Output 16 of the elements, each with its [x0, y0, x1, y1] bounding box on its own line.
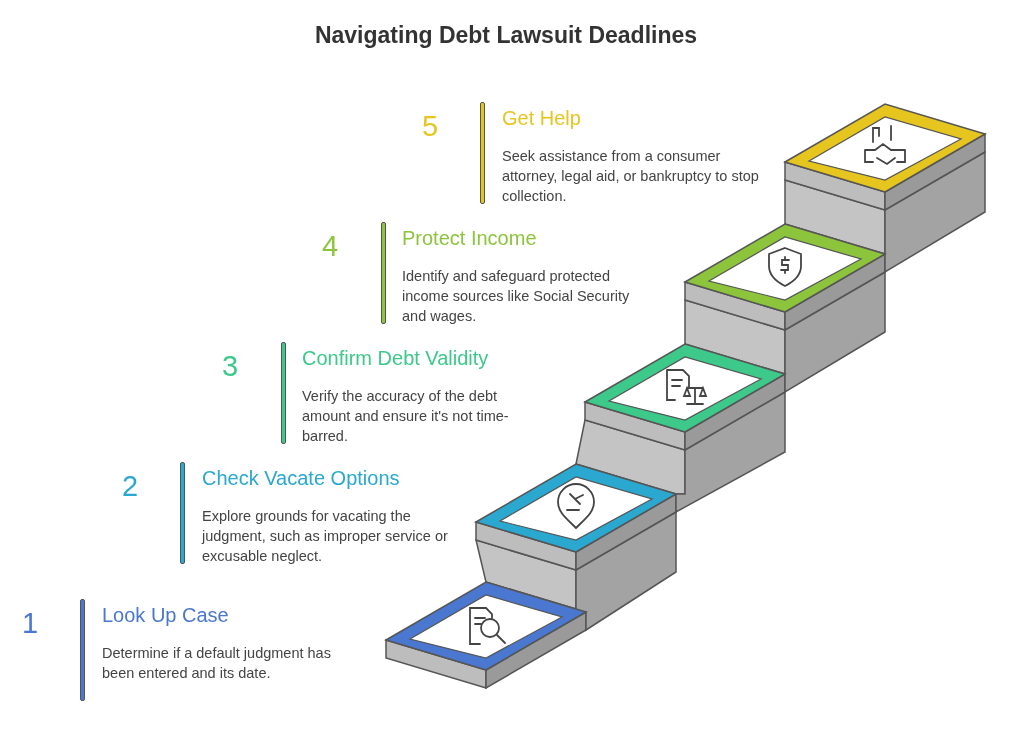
step-number: 5	[422, 110, 439, 142]
step-number: 3	[222, 350, 239, 382]
step-heading: Protect Income	[402, 226, 537, 250]
step-number: 1	[22, 607, 39, 639]
step-description: Identify and safeguard protected income sources like Social Security and wages.	[402, 267, 631, 326]
step-description: Verify the accuracy of the debt amount and ensure it's not time-barred.	[302, 387, 510, 446]
title: Navigating Debt Lawsuit Deadlines	[313, 22, 699, 49]
step-heading: Confirm Debt Validity	[302, 346, 489, 370]
step-number: 4	[322, 230, 339, 262]
step-description: Determine if a default judgment has been entered and its date.	[102, 644, 332, 683]
step-description: Explore grounds for vacating the judgment, such as improper service or excusable neglect.	[202, 507, 449, 566]
step-heading: Look Up Case	[102, 603, 229, 627]
step-description: Seek assistance from a consumer attorney, legal aid, or bankruptcy to stop collection.	[502, 147, 760, 206]
step-number: 2	[122, 470, 139, 502]
step-heading: Check Vacate Options	[202, 466, 400, 490]
step-heading: Get Help	[502, 106, 581, 130]
